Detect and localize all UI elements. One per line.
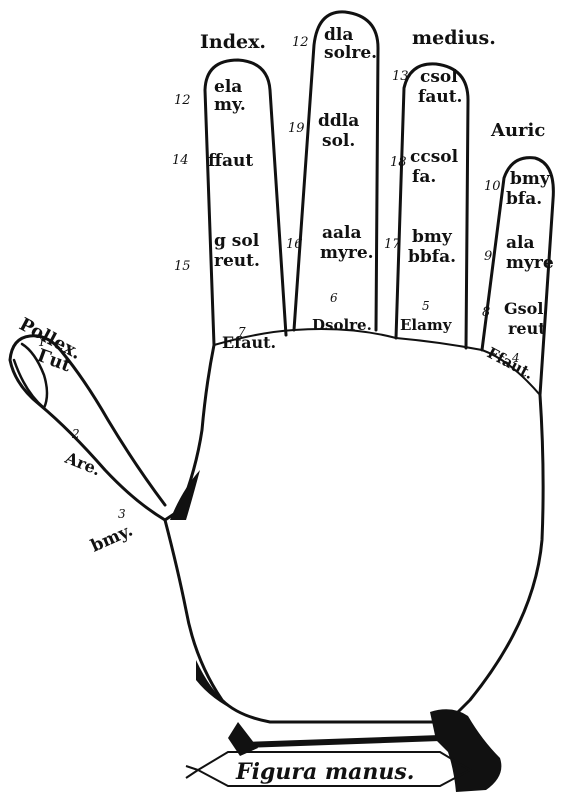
index-top-line2: my.	[214, 95, 246, 115]
little-low-line2: reut	[508, 319, 546, 338]
number-6: 6	[330, 291, 338, 305]
index-low-line2: reut.	[214, 251, 260, 271]
number-15: 15	[174, 259, 191, 274]
shading	[170, 470, 238, 712]
little-mid-line1: ala	[506, 233, 535, 253]
figure-caption: Figura manus.	[235, 759, 414, 785]
ring-low-note: bmy bbfa.	[408, 227, 458, 267]
index-top-line1: ela	[214, 77, 242, 97]
medius-low-line1: aala	[322, 223, 362, 243]
medius-top-note: dla solre.	[324, 25, 377, 63]
medius-base-note: Dsolre.	[312, 316, 372, 334]
ring-top-note: csol faut.	[418, 67, 464, 107]
number-10: 10	[484, 179, 501, 194]
medius-mid-line1: ddla	[318, 111, 359, 131]
ring-top-line1: csol	[420, 67, 458, 87]
cuff-band	[245, 738, 440, 745]
number-4: 4	[511, 351, 520, 365]
index-finger-label: Index.	[200, 31, 266, 53]
little-low-line1: Gsol	[504, 299, 543, 318]
number-3: 3	[118, 507, 126, 521]
little-mid-note: ala myre	[506, 233, 554, 273]
ring-low-line2: bbfa.	[408, 247, 456, 267]
number-2: 2	[71, 427, 80, 441]
index-base-note: Efaut.	[222, 333, 276, 352]
little-low-note: Gsol reut	[504, 299, 549, 338]
medius-mid-line2: sol.	[322, 131, 355, 151]
medius-low-line2: myre.	[320, 243, 374, 263]
number-7: 7	[238, 325, 246, 339]
number-12-index: 12	[174, 93, 191, 108]
medius-top-line1: dla	[324, 25, 353, 45]
ring-mid-line2: fa.	[412, 167, 436, 187]
thumb-outline	[10, 336, 165, 520]
number-18: 18	[390, 155, 407, 170]
ring-mid-note: ccsol fa.	[410, 147, 464, 187]
medius-finger-label: medius.	[412, 27, 496, 49]
number-17: 17	[384, 237, 401, 252]
number-5: 5	[422, 299, 430, 313]
index-mid-note: ffaut	[208, 151, 253, 171]
medius-low-note: aala myre.	[320, 223, 374, 263]
position-numbers: 12 13 12 19 18 14 10 16 17 15 9 8 7 6 5 …	[38, 35, 520, 521]
medius-top-line2: solre.	[324, 43, 377, 63]
little-top-line2: bfa.	[506, 189, 542, 209]
number-8: 8	[482, 305, 490, 320]
little-base-note: Ffaut.	[484, 344, 537, 383]
ring-top-line2: faut.	[418, 87, 462, 107]
cuff-right	[430, 709, 501, 792]
little-top-note: bmy bfa.	[506, 169, 556, 209]
banner-tip-left	[186, 766, 198, 778]
ring-base-note: Elamy	[400, 316, 453, 334]
medius-mid-note: ddla sol.	[318, 111, 365, 151]
number-12-top: 12	[292, 35, 309, 50]
thumb-note-3: bmy.	[88, 521, 136, 557]
index-top-note: ela my.	[214, 77, 248, 115]
number-16: 16	[286, 237, 303, 252]
palm-outline	[165, 345, 543, 722]
number-19: 19	[288, 121, 305, 136]
number-9: 9	[484, 249, 492, 264]
index-low-note: g sol reut.	[214, 231, 265, 271]
little-top-line1: bmy	[510, 169, 551, 189]
ring-low-line1: bmy	[412, 227, 453, 247]
hand-outline	[10, 12, 553, 722]
thumb-note-2: Are.	[62, 448, 104, 480]
little-mid-line2: myre	[506, 253, 554, 273]
auricularis-finger-label: Auric	[490, 120, 545, 141]
ring-mid-line1: ccsol	[410, 147, 459, 167]
index-low-line1: g sol	[214, 231, 260, 251]
cuff-left	[228, 722, 258, 756]
number-13: 13	[392, 69, 409, 84]
number-14: 14	[172, 153, 189, 168]
number-1: 1	[38, 335, 46, 349]
